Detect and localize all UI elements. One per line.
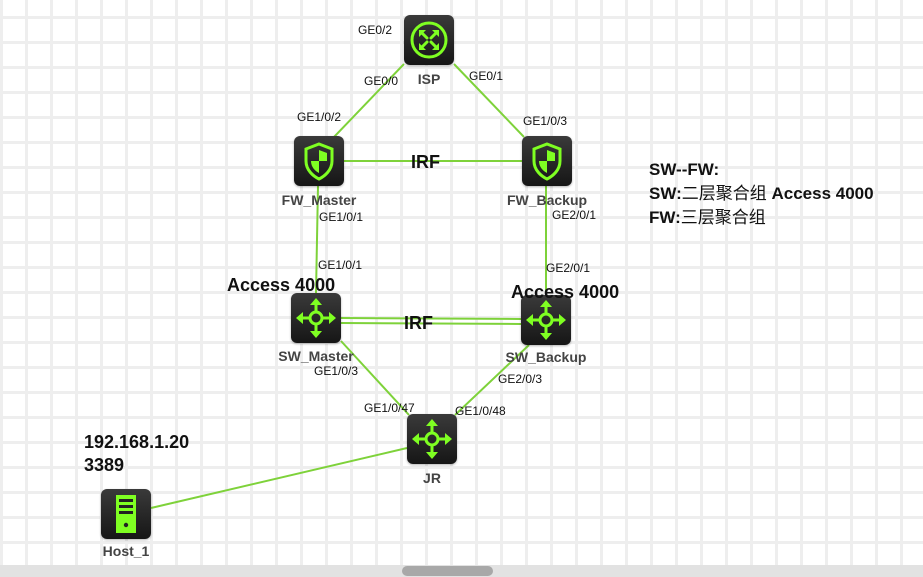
annotation-sw-backup-access: Access 4000 bbox=[511, 282, 620, 302]
link-layer bbox=[150, 63, 547, 509]
port-label: GE2/0/1 bbox=[546, 261, 591, 275]
port-label: GE2/0/3 bbox=[498, 372, 543, 386]
note-fw-prefix: FW: bbox=[649, 208, 681, 227]
node-label-sw-master: SW_Master bbox=[278, 348, 354, 364]
link-fw-master-sw-master[interactable] bbox=[315, 185, 319, 294]
firewall-icon bbox=[532, 142, 562, 181]
note-sw-suffix: Access 4000 bbox=[766, 184, 874, 203]
switch-icon bbox=[526, 300, 566, 340]
irf-label-fw: IRF bbox=[411, 152, 440, 172]
link-sw-master-jr[interactable] bbox=[340, 340, 410, 416]
port-label: GE1/0/48 bbox=[455, 404, 506, 418]
node-isp[interactable] bbox=[404, 15, 454, 65]
scrollbar-thumb[interactable] bbox=[402, 566, 493, 576]
node-fw-backup[interactable] bbox=[522, 136, 572, 186]
note-fw-line: FW:三层聚合组 bbox=[649, 206, 874, 230]
link-jr-host[interactable] bbox=[150, 447, 408, 509]
irf-label-sw: IRF bbox=[404, 313, 433, 333]
node-sw-backup[interactable] bbox=[521, 295, 571, 345]
note-sw-line: SW:二层聚合组 Access 4000 bbox=[649, 182, 874, 206]
link-sw-backup-jr[interactable] bbox=[454, 344, 530, 416]
node-host-1[interactable] bbox=[101, 489, 151, 539]
link-isp-fw-master[interactable] bbox=[333, 63, 405, 138]
switch-icon bbox=[412, 419, 452, 459]
annotation-host-port: 3389 bbox=[84, 455, 125, 475]
note-sw-prefix: SW: bbox=[649, 184, 682, 203]
port-label: GE0/0 bbox=[364, 74, 399, 88]
router-icon bbox=[410, 21, 448, 59]
horizontal-scrollbar[interactable] bbox=[0, 565, 923, 577]
annotation-host-ip: 192.168.1.20 bbox=[84, 432, 190, 452]
port-label: GE1/0/3 bbox=[314, 364, 359, 378]
port-label: GE1/0/1 bbox=[318, 258, 363, 272]
node-label-fw-backup: FW_Backup bbox=[506, 192, 588, 208]
node-fw-master[interactable] bbox=[294, 136, 344, 186]
port-label: GE1/0/3 bbox=[523, 114, 568, 128]
note-title: SW--FW: bbox=[649, 160, 720, 179]
port-label: GE2/0/1 bbox=[552, 208, 597, 222]
node-sw-master[interactable] bbox=[291, 293, 341, 343]
node-label-sw-backup: SW_Backup bbox=[505, 349, 587, 365]
port-label: GE0/2 bbox=[358, 23, 393, 37]
node-label-host-1: Host_1 bbox=[102, 543, 150, 559]
port-label: GE1/0/1 bbox=[319, 210, 364, 224]
link-sw-irf-b[interactable] bbox=[340, 322, 522, 325]
node-label-fw-master: FW_Master bbox=[281, 192, 357, 208]
note-sw-cn: 二层聚合组 bbox=[681, 184, 767, 203]
firewall-icon bbox=[304, 142, 334, 181]
note-fw-cn: 三层聚合组 bbox=[680, 208, 766, 227]
switch-icon bbox=[296, 298, 336, 338]
port-label: GE0/1 bbox=[469, 69, 504, 83]
port-label: GE1/0/2 bbox=[297, 110, 342, 124]
topology-canvas[interactable]: ISP FW_Master FW_Backup SW_Master bbox=[0, 0, 923, 565]
server-icon bbox=[116, 495, 136, 533]
note-block: SW--FW: SW:二层聚合组 Access 4000 FW:三层聚合组 bbox=[649, 158, 874, 230]
port-label: GE1/0/47 bbox=[364, 401, 415, 415]
link-isp-fw-backup[interactable] bbox=[453, 63, 525, 138]
link-sw-irf-a[interactable] bbox=[340, 317, 522, 320]
node-jr[interactable] bbox=[407, 414, 457, 464]
node-label-isp: ISP bbox=[417, 71, 441, 87]
annotation-sw-master-access: Access 4000 bbox=[227, 275, 336, 295]
node-label-jr: JR bbox=[423, 470, 441, 486]
